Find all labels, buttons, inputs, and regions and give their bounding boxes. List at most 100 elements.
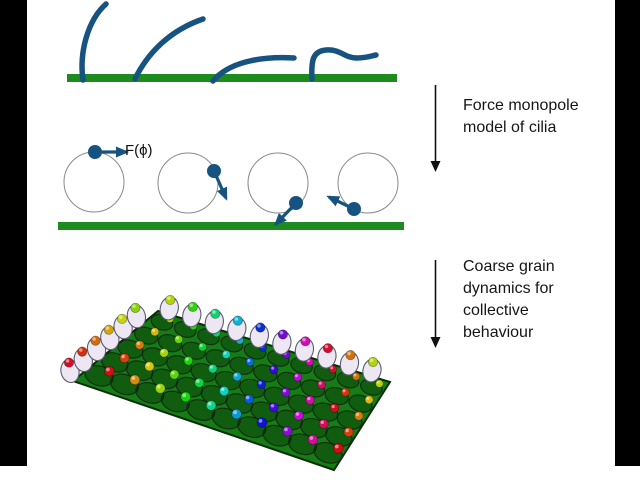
cilium-ball-highlight [199,343,203,348]
caption-line: Force monopole [463,97,579,114]
cilia-surface [67,74,397,82]
cilium-ball-highlight [247,359,251,363]
letterbox-right [615,0,640,466]
edge-ball-left [77,346,88,357]
orbit-circle-4 [337,152,399,214]
cilium-ball-highlight [342,389,346,393]
cilium-ball-highlight [258,418,263,423]
cilium-ball [318,418,329,429]
edge-ball-left-highlight [79,348,83,352]
cilium-ball [293,410,304,421]
cilium-ball-highlight [270,404,275,408]
cilium-ball [343,427,354,438]
cilium-ball-highlight [345,428,349,433]
cilium-ball [269,365,279,375]
cilium-ball [207,363,218,374]
cilium-ball [232,371,242,382]
cilium-ball-highlight [131,376,136,380]
edge-ball-left-highlight [65,359,70,363]
cilium-ball-highlight [295,412,300,416]
cilium-ball [194,377,205,388]
cilium-4 [309,47,379,82]
cilium-ball-highlight [185,357,189,361]
cilium-ball-highlight [106,367,110,372]
cilium-ball-highlight [207,401,212,406]
caption-line: collective [463,302,529,319]
edge-ball-top-highlight [257,324,261,328]
cilium-ball [280,387,291,398]
edge-ball-top-highlight [369,358,374,363]
caption-coarse-grain: Coarse grain dynamics for collective beh… [463,256,555,344]
cilium-ball [150,327,160,337]
orbit-circle-2 [157,152,219,214]
cilium-ball [119,353,130,364]
cilium-ball [134,340,145,350]
caption-line: model of cilia [463,119,557,136]
edge-ball-left-highlight [118,315,123,319]
edge-ball-top-highlight [324,344,329,349]
cilium-ball [169,369,180,380]
cilium-ball [316,380,326,390]
cilium-ball [104,365,115,377]
cilium-ball [180,391,192,403]
cilium-ball [293,372,303,382]
caption-force-monopole: Force monopole model of cilia [463,95,579,139]
cilium-ball-highlight [209,365,214,369]
cilium-ball-highlight [182,393,187,398]
edge-ball-top [300,336,311,347]
cilium-ball [329,403,340,413]
cilium-ball [332,442,344,454]
monopole-dot-2 [207,164,221,178]
edge-ball-top-highlight [234,317,239,321]
edge-ball-top [232,315,243,326]
cilium-ball [183,355,194,366]
monopole-dot-4 [347,202,361,216]
edge-ball-left [117,313,128,324]
edge-ball-left [103,324,114,335]
force-phase-label: F(ϕ) [125,142,153,159]
cilium-ball-highlight [196,379,200,383]
cilium-ball [307,434,319,446]
edge-ball-top [322,343,334,354]
cilium-ball-highlight [353,373,357,377]
cilium-ball-highlight [284,427,288,432]
edge-ball-left-highlight [92,337,96,341]
cilium-ball [174,334,184,344]
cilium-2 [132,16,206,82]
cilium-ball-highlight [220,387,225,392]
cilium-ball-highlight [271,366,275,370]
cilium-ball [256,379,267,390]
cilium-ball-highlight [136,341,141,346]
cilium-ball-highlight [223,351,227,355]
edge-ball-left [130,302,141,313]
cilium-ball [205,400,217,411]
edge-ball-top-highlight [189,303,194,307]
cilium-ball-highlight [233,410,237,415]
letterbox-left [0,0,27,466]
cilium-ball-highlight [258,381,262,385]
cilium-ball-highlight [309,436,314,440]
cilium-ball-highlight [294,374,298,378]
cilium-ball [245,357,255,367]
cilium-ball [243,394,255,405]
cilium-3 [210,54,297,84]
edge-ball-left [90,335,101,346]
cilium-ball-highlight [307,396,311,401]
edge-ball-top [367,356,379,368]
cilium-ball [219,385,230,397]
edge-ball-top [165,294,176,306]
cilium-ball-highlight [152,328,156,332]
cilium-1 [79,1,109,83]
edge-ball-left-highlight [132,304,136,309]
cilium-ball-highlight [245,395,250,400]
cilium-ball-highlight [330,366,334,370]
cilium-ball [129,374,141,386]
cilium-ball-highlight [318,381,322,385]
cilium-ball-highlight [355,412,360,417]
caption-line: behaviour [463,324,534,341]
cilium-ball-highlight [331,404,335,409]
monopole-dot-3 [289,196,303,210]
cilium-ball [340,387,350,397]
edge-ball-top-highlight [212,310,216,314]
